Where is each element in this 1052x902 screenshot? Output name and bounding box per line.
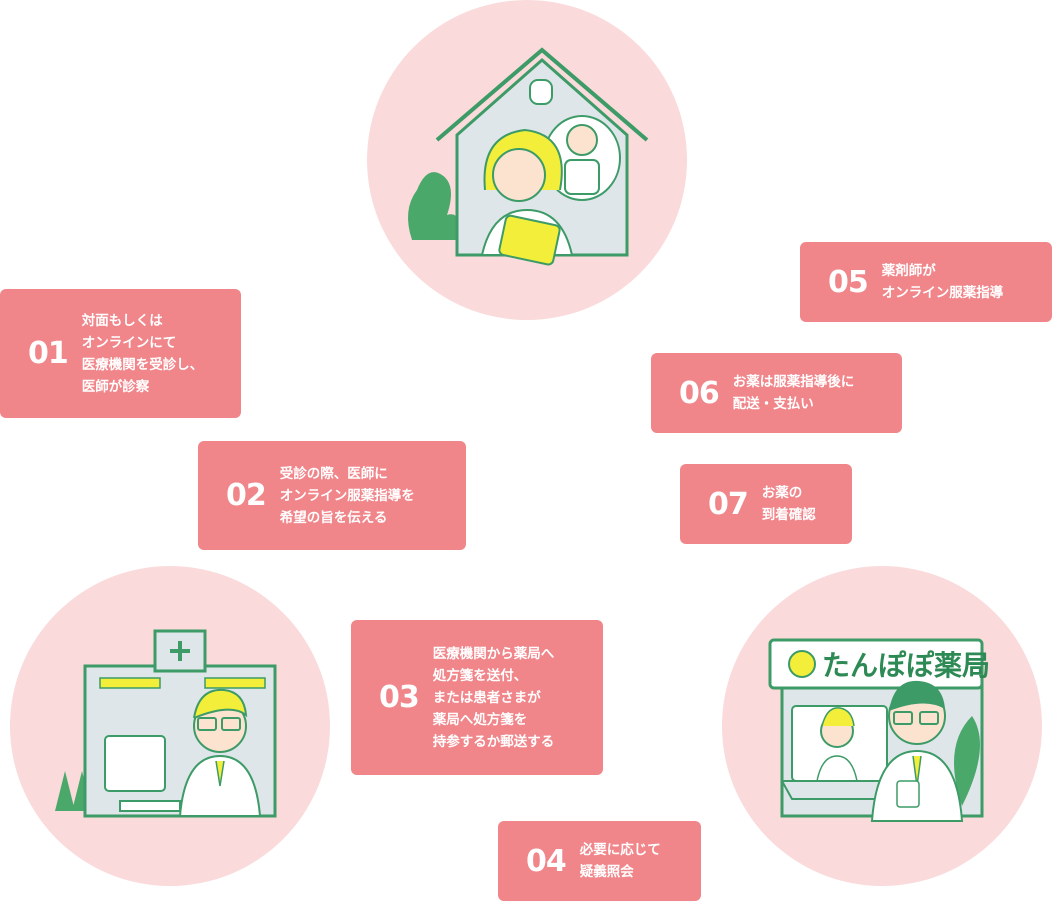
step-number: 04 [526,843,567,879]
step-07: 07 お薬の 到着確認 [680,464,852,544]
step-05: 05 薬剤師が オンライン服薬指導 [800,242,1052,322]
step-06: 06 お薬は服薬指導後に 配送・支払い [651,353,902,433]
step-number: 06 [679,375,720,411]
hospital-circle [10,566,330,886]
step-04: 04 必要に応じて 疑義照会 [498,821,701,901]
pharmacy-sign: たんぽぽ薬局 [822,649,990,682]
step-text: 受診の際、医師に オンライン服薬指導を 希望の旨を伝える [279,465,415,526]
step-01: 01 対面もしくは オンラインにて 医療機関を受診し、 医師が診察 [0,289,241,418]
step-number: 05 [828,264,869,300]
house-icon [408,47,649,266]
pharmacy-icon: たんぽぽ薬局 [768,638,990,822]
step-text: 対面もしくは オンラインにて 医療機関を受診し、 医師が診察 [81,312,204,395]
step-number: 01 [28,336,69,371]
pharmacy-circle: たんぽぽ薬局 [722,566,1042,886]
step-text: 医療機関から薬局へ 処方箋を送付、 または患者さまが 薬局へ処方箋を 持参するか… [432,645,555,750]
step-number: 07 [708,486,749,522]
step-text: お薬は服薬指導後に 配送・支払い [732,374,855,412]
step-number: 02 [226,478,267,513]
step-text: お薬の 到着確認 [761,485,816,523]
step-02: 02 受診の際、医師に オンライン服薬指導を 希望の旨を伝える [198,441,466,550]
step-text: 必要に応じて 疑義照会 [579,842,661,880]
step-text: 薬剤師が オンライン服薬指導 [881,263,1004,301]
step-03: 03 医療機関から薬局へ 処方箋を送付、 または患者さまが 薬局へ処方箋を 持参… [351,620,603,775]
step-number: 03 [379,680,420,715]
hospital-icon [55,629,277,818]
home-circle [367,0,687,320]
